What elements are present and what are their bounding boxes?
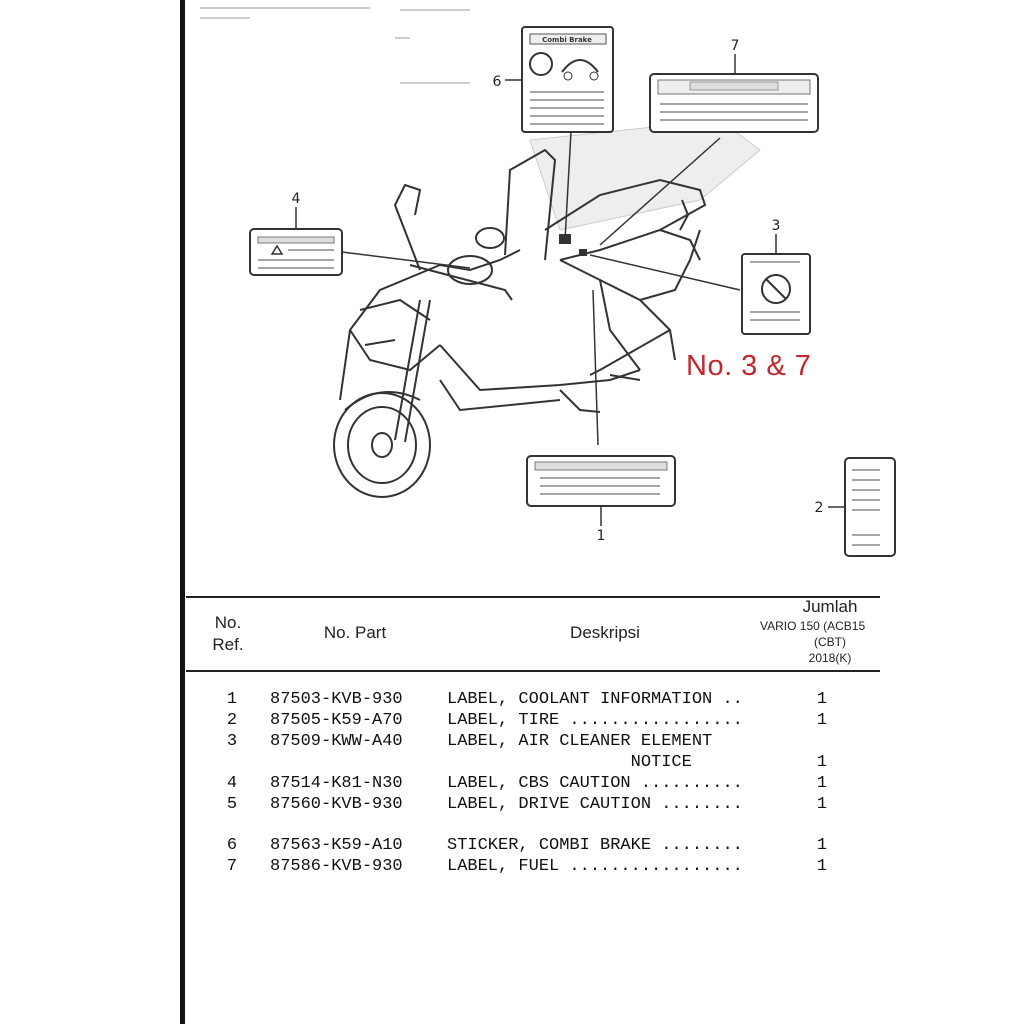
callout-2: 2 (815, 500, 824, 516)
header-ref: No. Ref. (212, 613, 244, 654)
hatch-area (529, 119, 761, 231)
row-part-number: 87505-K59-A70 (270, 711, 403, 730)
label-2-illustration (844, 457, 896, 557)
label-7-illustration (649, 73, 819, 133)
row-description: LABEL, COOLANT INFORMATION .. (447, 690, 743, 709)
table-row: 4 87514-K81-N30 LABEL, CBS CAUTION .....… (186, 774, 886, 795)
table-top-rule (186, 596, 880, 598)
label-3-illustration (741, 253, 811, 335)
label-4-illustration (249, 228, 343, 276)
row-part-number: 87563-K59-A10 (270, 836, 403, 855)
row-part-number: 87503-KVB-930 (270, 690, 403, 709)
table-row: 5 87560-KVB-930 LABEL, DRIVE CAUTION ...… (186, 795, 886, 816)
row-description: STICKER, COMBI BRAKE ........ (447, 836, 743, 855)
leader-lines (341, 131, 845, 508)
row-part-number: 87560-KVB-930 (270, 795, 403, 814)
row-ref: 1 (226, 690, 238, 709)
row-part-number: 87514-K81-N30 (270, 774, 403, 793)
row-quantity: 1 (816, 857, 828, 876)
table-row: NOTICE 1 (186, 753, 886, 774)
row-description: NOTICE (447, 753, 692, 772)
header-qty-model: VARIO 150 (ACB15 (760, 619, 866, 633)
label-1-illustration (526, 455, 676, 507)
page-left-border (180, 0, 185, 1024)
table-row: 6 87563-K59-A10 STICKER, COMBI BRAKE ...… (186, 836, 886, 857)
row-description: LABEL, AIR CLEANER ELEMENT (447, 732, 713, 751)
label-6-illustration (521, 26, 614, 133)
callout-7: 7 (731, 38, 740, 54)
callout-1: 1 (597, 528, 606, 544)
row-ref: 6 (226, 836, 238, 855)
row-description: LABEL, CBS CAUTION .......... (447, 774, 743, 793)
table-row: 2 87505-K59-A70 LABEL, TIRE ............… (186, 711, 886, 732)
header-qty-cbt: (CBT) (814, 635, 846, 649)
header-qty-year: 2018(K) (808, 651, 852, 665)
row-ref: 7 (226, 857, 238, 876)
row-quantity: 1 (816, 795, 828, 814)
row-description: LABEL, DRIVE CAUTION ........ (447, 795, 743, 814)
table-header-rule (186, 670, 880, 672)
callout-3: 3 (772, 218, 781, 234)
row-quantity: 1 (816, 774, 828, 793)
row-quantity: 1 (816, 711, 828, 730)
callout-6: 6 (493, 74, 502, 90)
parts-diagram: Combi Brake 1 2 3 4 6 7 (200, 7, 896, 557)
row-description: LABEL, FUEL ................. (447, 857, 743, 876)
header-part: No. Part (323, 623, 387, 642)
red-annotation: No. 3 & 7 (686, 350, 812, 382)
row-ref: 2 (226, 711, 238, 730)
sticker6-header: Combi Brake (542, 36, 592, 44)
callout-4: 4 (292, 191, 301, 207)
row-quantity: 1 (816, 690, 828, 709)
header-desc: Deskripsi (570, 623, 640, 642)
table-row: 3 87509-KWW-A40 LABEL, AIR CLEANER ELEME… (186, 732, 886, 753)
row-part-number: 87509-KWW-A40 (270, 732, 403, 751)
row-description: LABEL, TIRE ................. (447, 711, 743, 730)
table-row: 7 87586-KVB-930 LABEL, FUEL ............… (186, 857, 886, 878)
row-ref: 3 (226, 732, 238, 751)
header-qty-title: Jumlah (802, 597, 858, 616)
row-quantity: 1 (816, 836, 828, 855)
row-ref: 5 (226, 795, 238, 814)
row-part-number: 87586-KVB-930 (270, 857, 403, 876)
faint-header-marks (200, 7, 470, 84)
row-ref: 4 (226, 774, 238, 793)
row-quantity: 1 (816, 753, 828, 772)
table-row: 1 87503-KVB-930 LABEL, COOLANT INFORMATI… (186, 690, 886, 711)
